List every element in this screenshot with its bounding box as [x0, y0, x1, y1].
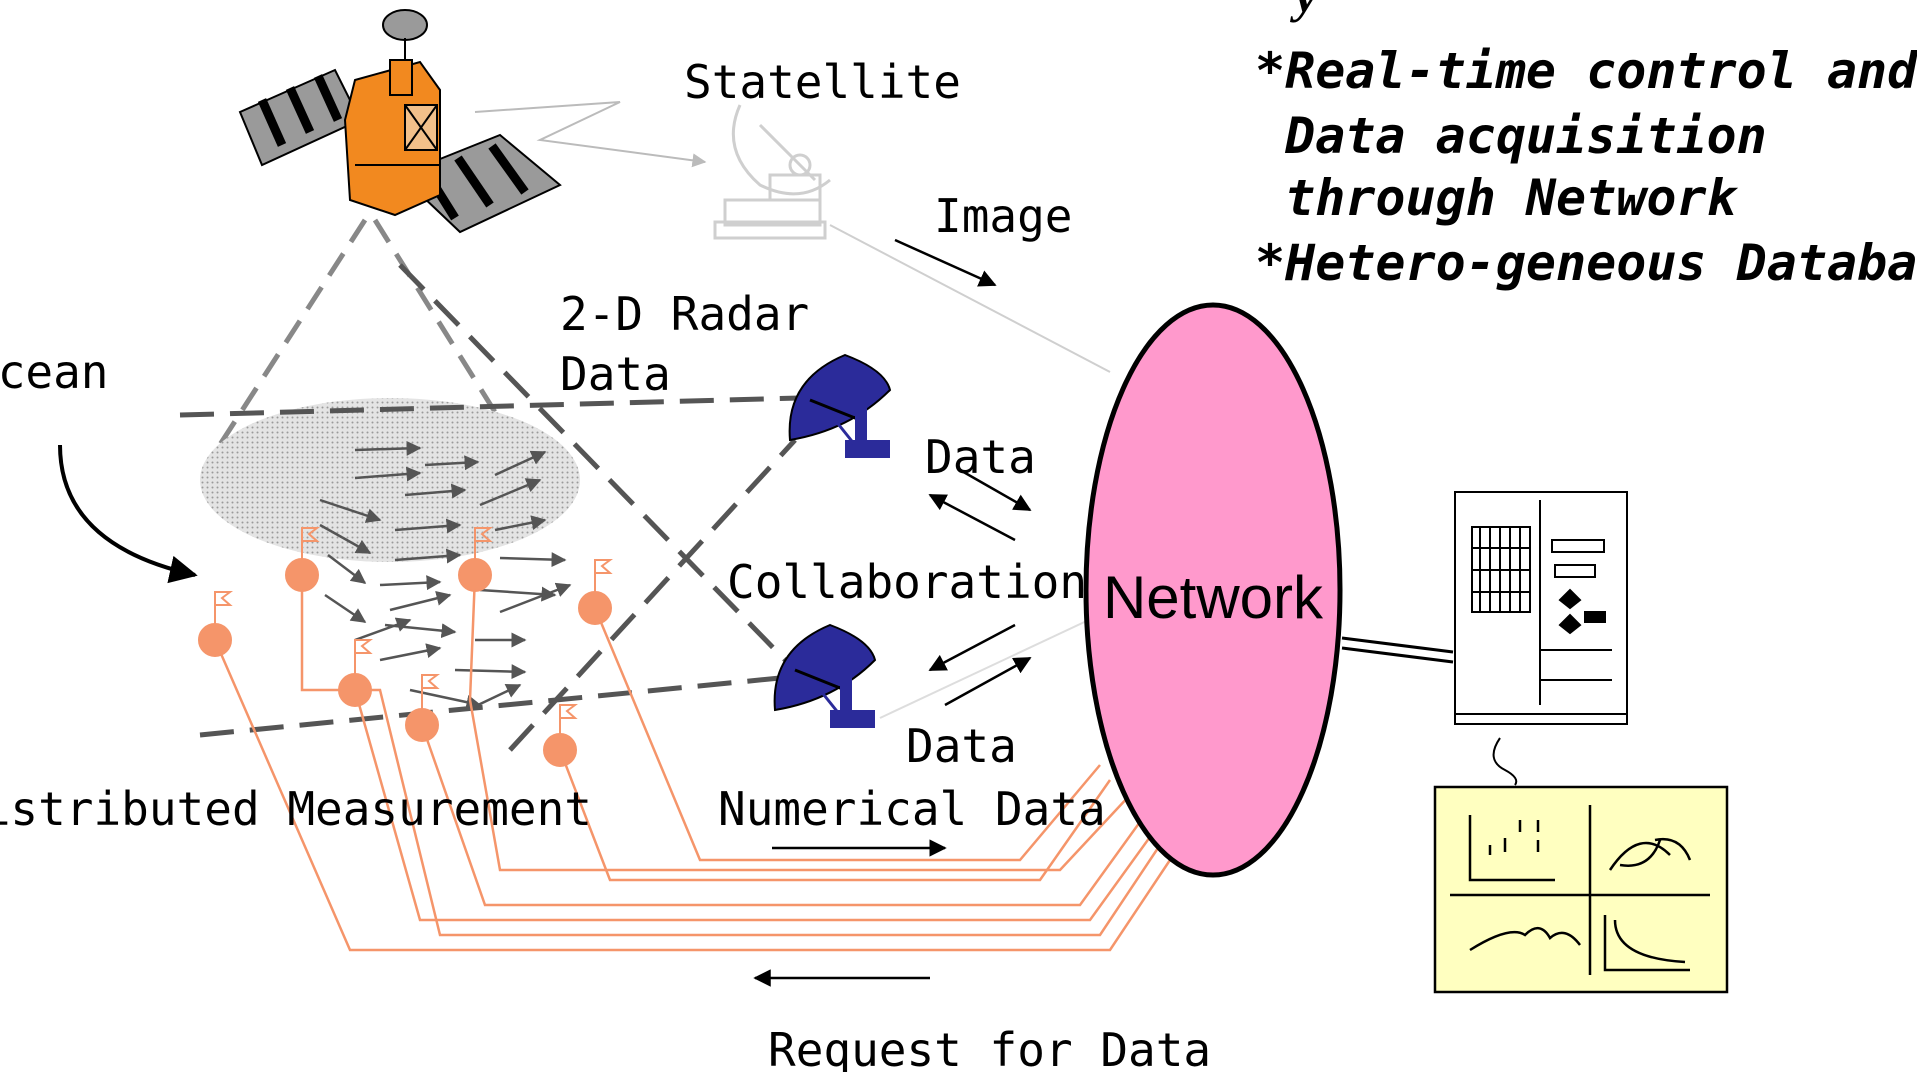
- ocean-label: Ocean: [0, 345, 108, 399]
- monitor-display-icon: [1433, 785, 1729, 994]
- satellite-icon: [238, 9, 562, 234]
- server-connection: [1341, 636, 1454, 664]
- data-flow-arrows: [753, 238, 1032, 987]
- network-label: Network: [1103, 564, 1324, 631]
- ocean-area: [200, 398, 580, 562]
- feature-item: *Real-time control and: [1255, 42, 1917, 100]
- radar-antenna-bottom-icon: [773, 623, 877, 728]
- ocean-arrow: [58, 444, 198, 584]
- buoy-wires: [213, 574, 1172, 952]
- radar-coverage-lines: [179, 263, 801, 752]
- distributed-measurement-label: Distributed Measurement: [0, 782, 592, 836]
- collaboration-label: Collaboration: [727, 555, 1087, 609]
- feature-list: *Real-time control and Data acquisition …: [1255, 42, 1917, 292]
- feature-item: through Network: [1255, 169, 1739, 227]
- station-network-line: [829, 224, 1111, 373]
- current-vectors: [319, 440, 572, 710]
- data-top-label: Data: [925, 430, 1036, 484]
- image-label: Image: [934, 189, 1072, 243]
- data-bottom-label: Data: [906, 719, 1017, 773]
- server-rack-icon: [1454, 491, 1628, 725]
- radar-label-line2: Data: [560, 347, 671, 401]
- satellite-link-arrow: [474, 101, 707, 168]
- feature-item: *Hetero-geneous Database: [1255, 234, 1917, 292]
- request-for-data-label: Request for Data: [768, 1023, 1211, 1072]
- monitor-cable: [1492, 737, 1518, 786]
- radar-label-line1: 2-D Radar: [560, 287, 809, 341]
- numerical-data-label: Numerical Data: [718, 782, 1106, 836]
- radar-antenna-top-icon: [788, 353, 892, 458]
- radar-network-line: [879, 609, 1111, 719]
- buoy-icons: [198, 527, 613, 767]
- title-partial: y: [1290, 0, 1318, 23]
- satellite-label: Statellite: [684, 55, 961, 109]
- feature-item: Data acquisition: [1255, 107, 1767, 165]
- network-node: [1083, 302, 1343, 878]
- ground-station-icon: [713, 104, 831, 240]
